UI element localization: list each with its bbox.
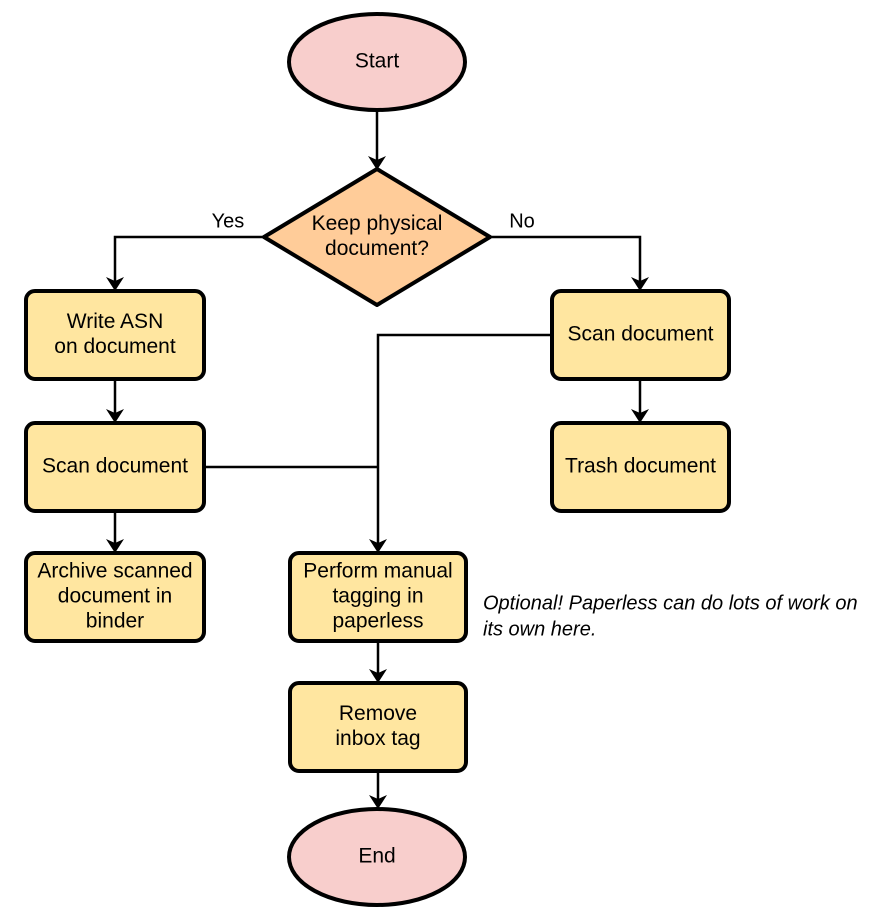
node-label-line: Remove xyxy=(339,702,417,725)
node-label-line: document? xyxy=(325,237,429,260)
node-label-line: Scan document xyxy=(568,323,714,346)
edge-label: Yes xyxy=(212,210,245,232)
edge-path xyxy=(113,235,264,284)
edge-start-to-decision xyxy=(368,110,386,170)
node-label-line: document in xyxy=(58,585,172,608)
arrowhead-icon xyxy=(631,409,649,423)
arrowhead-icon xyxy=(368,156,386,170)
node-label-line: Write ASN xyxy=(67,310,163,333)
node-shape-rect[interactable] xyxy=(288,681,468,773)
node-label-line: binder xyxy=(86,610,144,633)
arrowhead-icon xyxy=(369,539,387,553)
edge-write-asn-to-scan-left xyxy=(106,379,124,423)
edge-remove-inbox-tag-to-end xyxy=(369,771,387,809)
node-shape-ellipse[interactable] xyxy=(287,12,467,112)
annotation-line: Optional! Paperless can do lots of work … xyxy=(483,592,858,614)
arrowhead-icon xyxy=(106,277,124,291)
arrowhead-icon xyxy=(106,409,124,423)
edge-scan-right-to-manual-tagging xyxy=(369,333,552,553)
node-shape-rect[interactable] xyxy=(24,289,206,381)
node-label-line: tagging in xyxy=(332,585,423,608)
edge-label: No xyxy=(509,210,535,232)
node-end[interactable]: End xyxy=(287,807,467,907)
node-label-line: Trash document xyxy=(565,455,716,478)
node-shape-rect[interactable] xyxy=(24,551,206,643)
arrowhead-icon xyxy=(369,795,387,809)
node-label-line: Archive scanned xyxy=(37,560,192,583)
edge-path xyxy=(490,235,642,284)
node-label-line: Scan document xyxy=(42,455,188,478)
node-shape-rect[interactable] xyxy=(288,551,468,643)
edge-manual-tagging-to-remove-inbox-tag xyxy=(369,641,387,683)
node-label-line: on document xyxy=(54,335,176,358)
node-shape-rect[interactable] xyxy=(24,421,206,513)
arrowhead-icon xyxy=(631,277,649,291)
node-start[interactable]: Start xyxy=(287,12,467,112)
annotation-optional-note: Optional! Paperless can do lots of work … xyxy=(483,592,858,640)
annotations-layer: Optional! Paperless can do lots of work … xyxy=(483,592,858,640)
node-shape-rect[interactable] xyxy=(550,421,731,513)
arrowhead-icon xyxy=(106,539,124,553)
node-shape-rect[interactable] xyxy=(550,289,731,381)
edges-layer: Yes No xyxy=(106,110,649,809)
node-scan-left[interactable]: Scan document xyxy=(24,421,206,513)
node-shape-diamond[interactable] xyxy=(262,167,492,307)
node-trash[interactable]: Trash document xyxy=(550,421,731,513)
edge-path xyxy=(376,333,552,546)
node-scan-right[interactable]: Scan document xyxy=(550,289,731,381)
node-label-line: inbox tag xyxy=(335,727,420,750)
node-label-line: Perform manual xyxy=(303,560,452,583)
node-label-line: paperless xyxy=(332,610,423,633)
node-shape-ellipse[interactable] xyxy=(287,807,467,907)
edge-decision-no-to-scan-right: No xyxy=(490,210,649,291)
annotation-line: its own here. xyxy=(483,618,596,640)
node-label-line: Keep physical xyxy=(312,212,443,235)
edge-scan-left-to-archive xyxy=(106,511,124,553)
edge-scan-right-to-trash xyxy=(631,379,649,423)
node-label-line: Start xyxy=(355,50,400,73)
node-label-line: End xyxy=(358,845,395,868)
edge-decision-yes-to-write-asn: Yes xyxy=(106,210,264,291)
arrowhead-icon xyxy=(369,669,387,683)
